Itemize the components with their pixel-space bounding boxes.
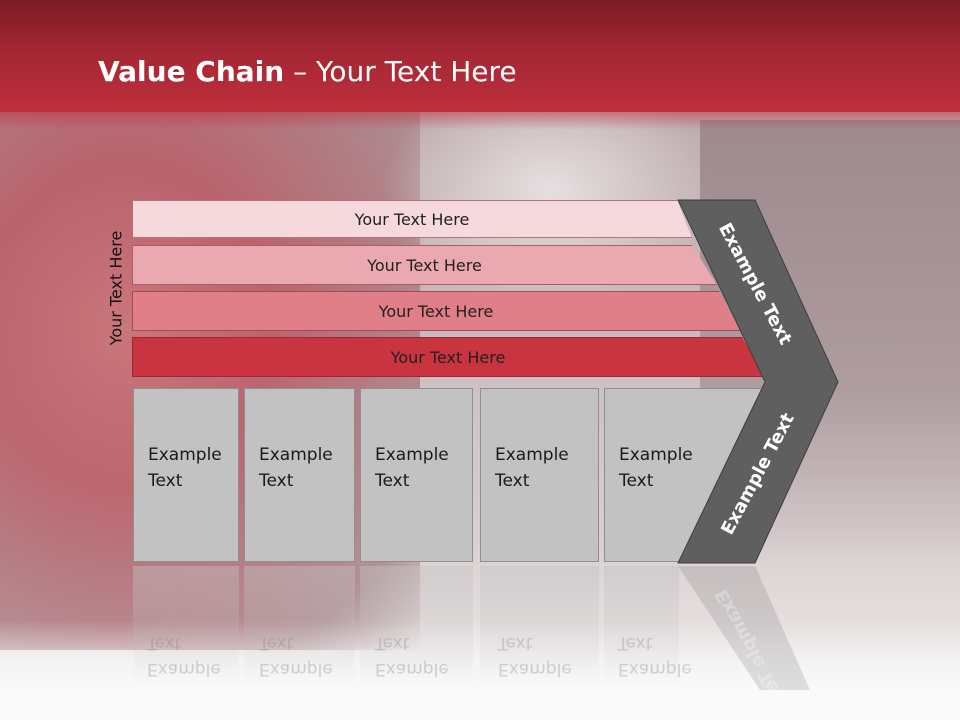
- activity-box-5-line2: Text: [619, 471, 654, 491]
- side-label[interactable]: Your Text Here: [106, 230, 126, 346]
- reflection-box-3: [360, 566, 473, 686]
- value-bar-3[interactable]: Your Text Here: [132, 291, 740, 331]
- activity-box-2-line1: Example: [259, 445, 333, 465]
- header-fade: [0, 112, 960, 130]
- title-bold: Value Chain: [98, 55, 285, 88]
- value-bar-1[interactable]: Your Text Here: [132, 200, 692, 238]
- activity-box-2[interactable]: Example Text: [244, 388, 355, 562]
- reflection-box-4: [480, 566, 599, 686]
- value-bar-4-label: Your Text Here: [390, 347, 506, 367]
- activity-box-1[interactable]: Example Text: [133, 388, 239, 562]
- activity-box-1-line2: Text: [148, 471, 183, 491]
- value-bar-3-label: Your Text Here: [378, 301, 494, 321]
- activity-box-3-line1: Example: [375, 445, 449, 465]
- value-bar-4[interactable]: Your Text Here: [132, 337, 764, 377]
- activity-box-4-line2: Text: [495, 471, 530, 491]
- activity-box-3[interactable]: Example Text: [360, 388, 473, 562]
- activity-box-5-line1: Example: [619, 445, 693, 465]
- value-bar-2[interactable]: Your Text Here: [132, 245, 717, 285]
- title-rest: – Your Text Here: [284, 55, 517, 88]
- reflection-box-1: [133, 566, 239, 686]
- background-floor: [0, 620, 960, 720]
- activity-box-4-line1: Example: [495, 445, 569, 465]
- value-bar-1-label: Your Text Here: [354, 209, 470, 229]
- reflection-box-2: [244, 566, 355, 686]
- activity-box-4[interactable]: Example Text: [480, 388, 599, 562]
- activity-box-3-line2: Text: [375, 471, 410, 491]
- value-bar-2-label: Your Text Here: [367, 255, 482, 275]
- reflection-box-5: [604, 566, 679, 686]
- activity-box-1-line1: Example: [148, 445, 222, 465]
- activity-box-2-line2: Text: [259, 471, 294, 491]
- slide-title[interactable]: Value Chain – Your Text Here: [98, 55, 517, 88]
- header-band: [0, 0, 960, 112]
